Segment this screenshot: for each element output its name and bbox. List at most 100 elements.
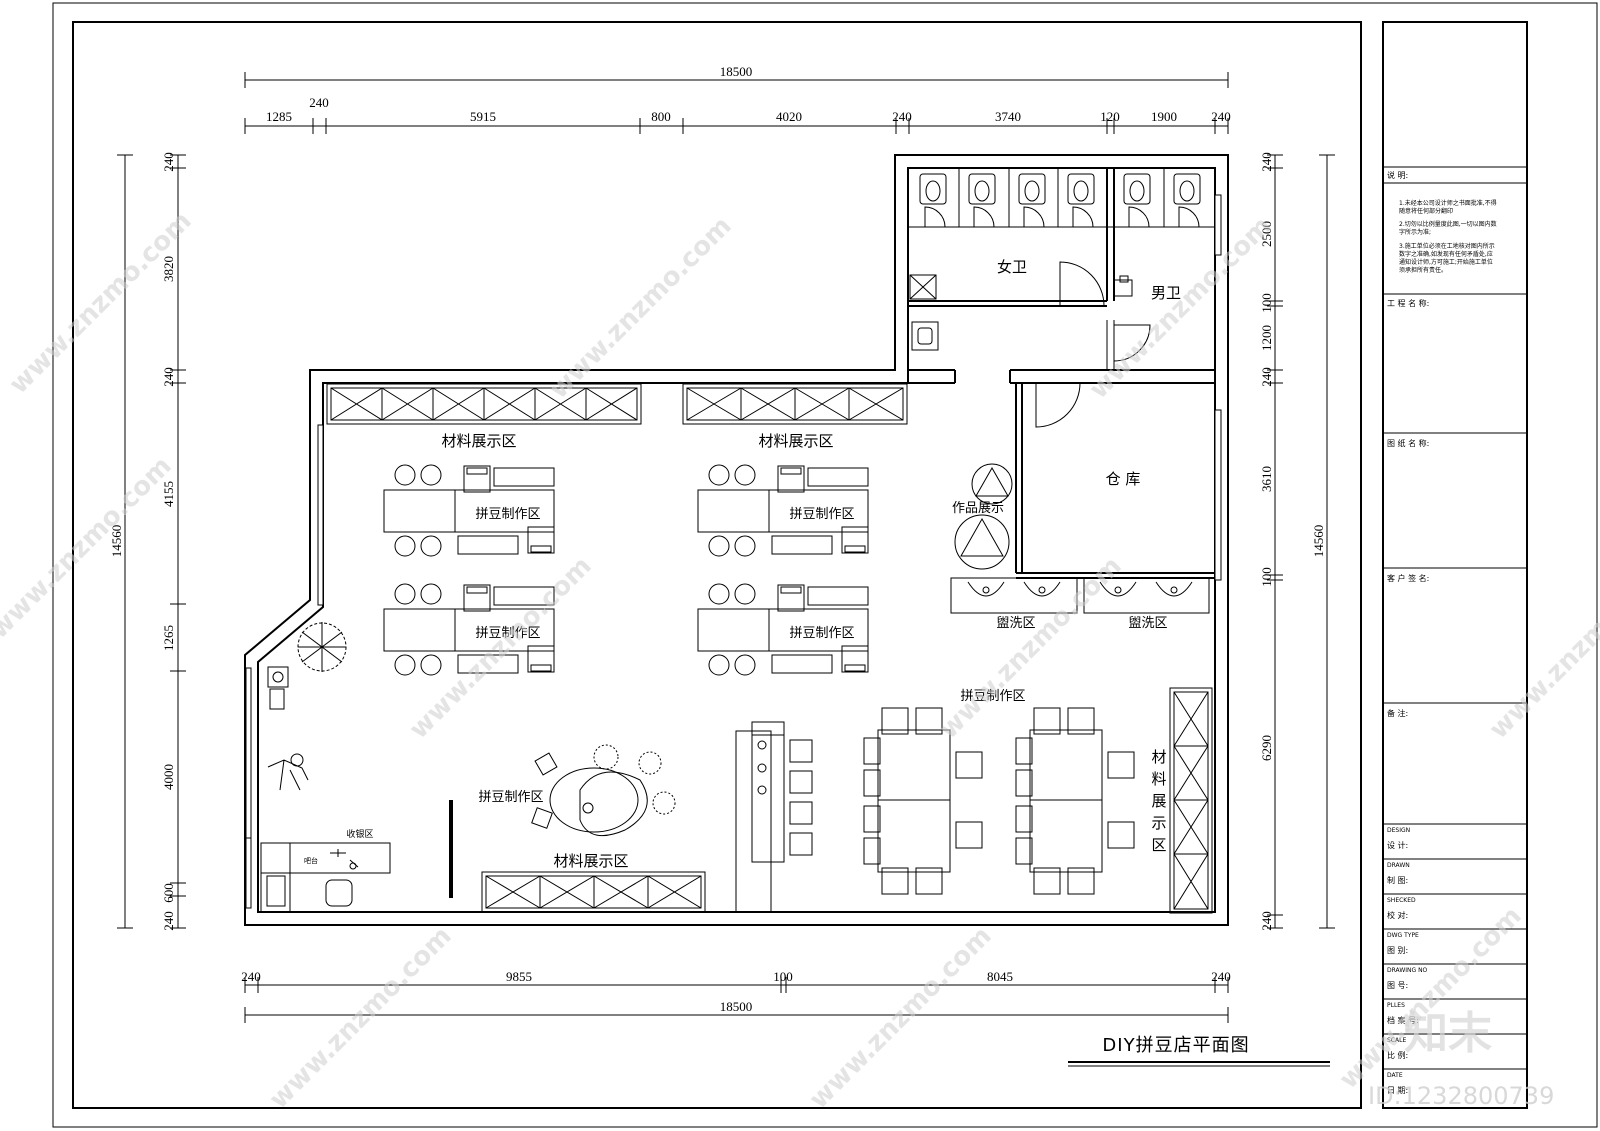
dim-right-seg-2: 100 (1259, 293, 1274, 313)
tb-row-3-en: DWG TYPE (1387, 932, 1419, 939)
left-dimensions: 14560 240 3820 240 4155 1265 4000 240 60… (109, 152, 186, 931)
tb-row-5-en: PLLES (1387, 1002, 1405, 1009)
right-dimensions: 14560 240 2500 100 1200 240 3610 100 629… (1259, 152, 1335, 931)
dim-left-seg-5: 4000 (161, 764, 176, 790)
label-mens-restroom: 男卫 (1151, 284, 1181, 302)
dim-bottom-seg-3: 8045 (987, 969, 1013, 984)
label-material-vertical-1: 料 (1151, 770, 1166, 788)
bottom-dimensions: 240 9855 100 8045 240 18500 (241, 969, 1231, 1023)
material-shelf-top-right (682, 383, 908, 425)
label-bead-making-2: 拼豆制作区 (789, 507, 854, 522)
watermark-site-10: www.znzmo.com (1484, 551, 1600, 745)
tb-row-0-en: DESIGN (1387, 827, 1410, 834)
label-material-display-3: 材料展示区 (553, 852, 628, 870)
tb-row-4-cn: 图 号: (1387, 981, 1408, 990)
label-womens-restroom: 女卫 (997, 258, 1027, 276)
tb-row-2-cn: 校 对: (1387, 910, 1408, 920)
tb-notes-label: 说 明: (1387, 170, 1408, 180)
wash-area-counters (950, 577, 1210, 614)
tb-remarks: 备 注: (1387, 708, 1408, 718)
label-bead-making-6: 拼豆制作区 (960, 689, 1025, 704)
tb-drawing-name: 图 纸 名 称: (1387, 438, 1429, 448)
tb-row-1-cn: 制 图: (1387, 875, 1408, 885)
dim-top-seg-3: 800 (651, 109, 671, 124)
dim-right-seg-7: 6290 (1259, 735, 1274, 761)
dim-left-seg-3: 4155 (161, 481, 176, 507)
dim-bottom-total: 18500 (720, 999, 753, 1014)
bar-counter (735, 721, 813, 913)
dim-top-seg-1: 240 (309, 95, 329, 110)
tb-client-signature: 客 户 签 名: (1387, 573, 1429, 583)
label-material-display-2: 材料展示区 (758, 432, 833, 450)
round-bead-table (531, 744, 676, 837)
bead-table-group-2 (697, 464, 869, 557)
walls (244, 154, 1229, 926)
watermark-site-9: www.znzmo.com (1334, 901, 1528, 1095)
dim-left-total: 14560 (109, 525, 124, 558)
dim-left-seg-4: 1265 (161, 625, 176, 651)
person-figure (267, 753, 309, 791)
dim-bottom-seg-4: 240 (1211, 969, 1231, 984)
label-wash-area-2: 盥洗区 (1128, 616, 1167, 631)
title-block-frame (1382, 21, 1528, 1109)
dim-top-seg-6: 3740 (995, 109, 1021, 124)
label-material-vertical-0: 材 (1151, 748, 1166, 766)
title-block: 说 明: 1.未经本公司设计师之书面批准,不得 随意将任何部分翻印 2.切勿以比… (1383, 166, 1527, 1095)
watermark-site-7: www.znzmo.com (264, 921, 458, 1115)
dim-top-seg-2: 5915 (470, 109, 496, 124)
label-storage: 仓 库 (1106, 470, 1141, 488)
label-bead-making-5: 拼豆制作区 (478, 790, 543, 805)
watermark-site-4: www.znzmo.com (0, 451, 178, 645)
dim-left-seg-2: 240 (161, 367, 176, 387)
tb-row-3-cn: 图 别: (1387, 946, 1408, 955)
label-material-vertical-3: 示 (1151, 814, 1166, 832)
label-material-vertical-2: 展 (1151, 792, 1166, 810)
tb-row-2-en: SHECKED (1387, 897, 1416, 904)
dim-left-seg-1: 3820 (161, 256, 176, 282)
watermark-site-2: www.znzmo.com (544, 211, 738, 405)
dim-right-seg-4: 240 (1259, 367, 1274, 387)
tb-row-7-en: DATE (1387, 1072, 1403, 1079)
bead-table-group-4 (697, 583, 869, 676)
bead-table-cluster-2 (1015, 707, 1135, 895)
top-dimensions: 18500 1285 240 5915 800 4020 240 3740 12… (244, 64, 1231, 134)
dim-top-seg-5: 240 (892, 109, 912, 124)
dim-bottom-seg-1: 9855 (506, 969, 532, 984)
dim-top-seg-9: 240 (1211, 109, 1231, 124)
cashier-counter (260, 842, 391, 913)
bead-table-group-1 (383, 464, 555, 557)
label-works-display: 作品展示 (952, 501, 1004, 516)
tb-row-6-en: SCALE (1387, 1037, 1406, 1044)
tb-note-4: 3.施工单位必须在工地核对图内所示 (1399, 242, 1495, 250)
tb-note-3: 字所示为准; (1399, 228, 1431, 236)
dim-right-seg-0: 240 (1259, 152, 1274, 172)
dim-left-seg-0: 240 (161, 152, 176, 172)
dim-right-total: 14560 (1311, 525, 1326, 558)
dim-left-seg-6: 240 (161, 911, 176, 931)
material-shelf-bottom (481, 871, 706, 913)
material-shelf-top-left (326, 383, 642, 425)
tb-row-4-en: DRAWING NO (1387, 967, 1428, 974)
plant-decoration (297, 622, 347, 672)
drawing-frame (72, 21, 1362, 1109)
tb-row-7-cn: 日 期: (1387, 1086, 1408, 1095)
dim-right-seg-8: 240 (1259, 911, 1274, 931)
tb-note-7: 须承担所有责任。 (1399, 266, 1447, 274)
watermark-site-3: www.znzmo.com (1084, 211, 1278, 405)
tb-row-6-cn: 比 例: (1387, 1050, 1408, 1060)
watermark-site-8: www.znzmo.com (804, 921, 998, 1115)
dim-right-seg-3: 1200 (1259, 325, 1274, 351)
tb-note-5: 数字之准确,如发现有任何矛盾处,应 (1399, 250, 1493, 258)
label-bead-making-1: 拼豆制作区 (475, 507, 540, 522)
label-cashier: 收银区 (346, 828, 373, 840)
dim-left-seg-7: 600 (161, 883, 176, 903)
watermark-id: ID:1232800739 (1368, 1082, 1554, 1110)
dim-top-seg-8: 1900 (1151, 109, 1177, 124)
dim-top-seg-4: 4020 (776, 109, 802, 124)
tb-note-1: 随意将任何部分翻印 (1399, 207, 1453, 215)
watermark-site-6: www.znzmo.com (934, 551, 1128, 745)
bead-table-group-3 (383, 583, 555, 676)
drawing-title: DIY拼豆店平面图 (1102, 1035, 1249, 1056)
dim-top-seg-7: 120 (1100, 109, 1120, 124)
dim-right-seg-6: 100 (1259, 567, 1274, 587)
